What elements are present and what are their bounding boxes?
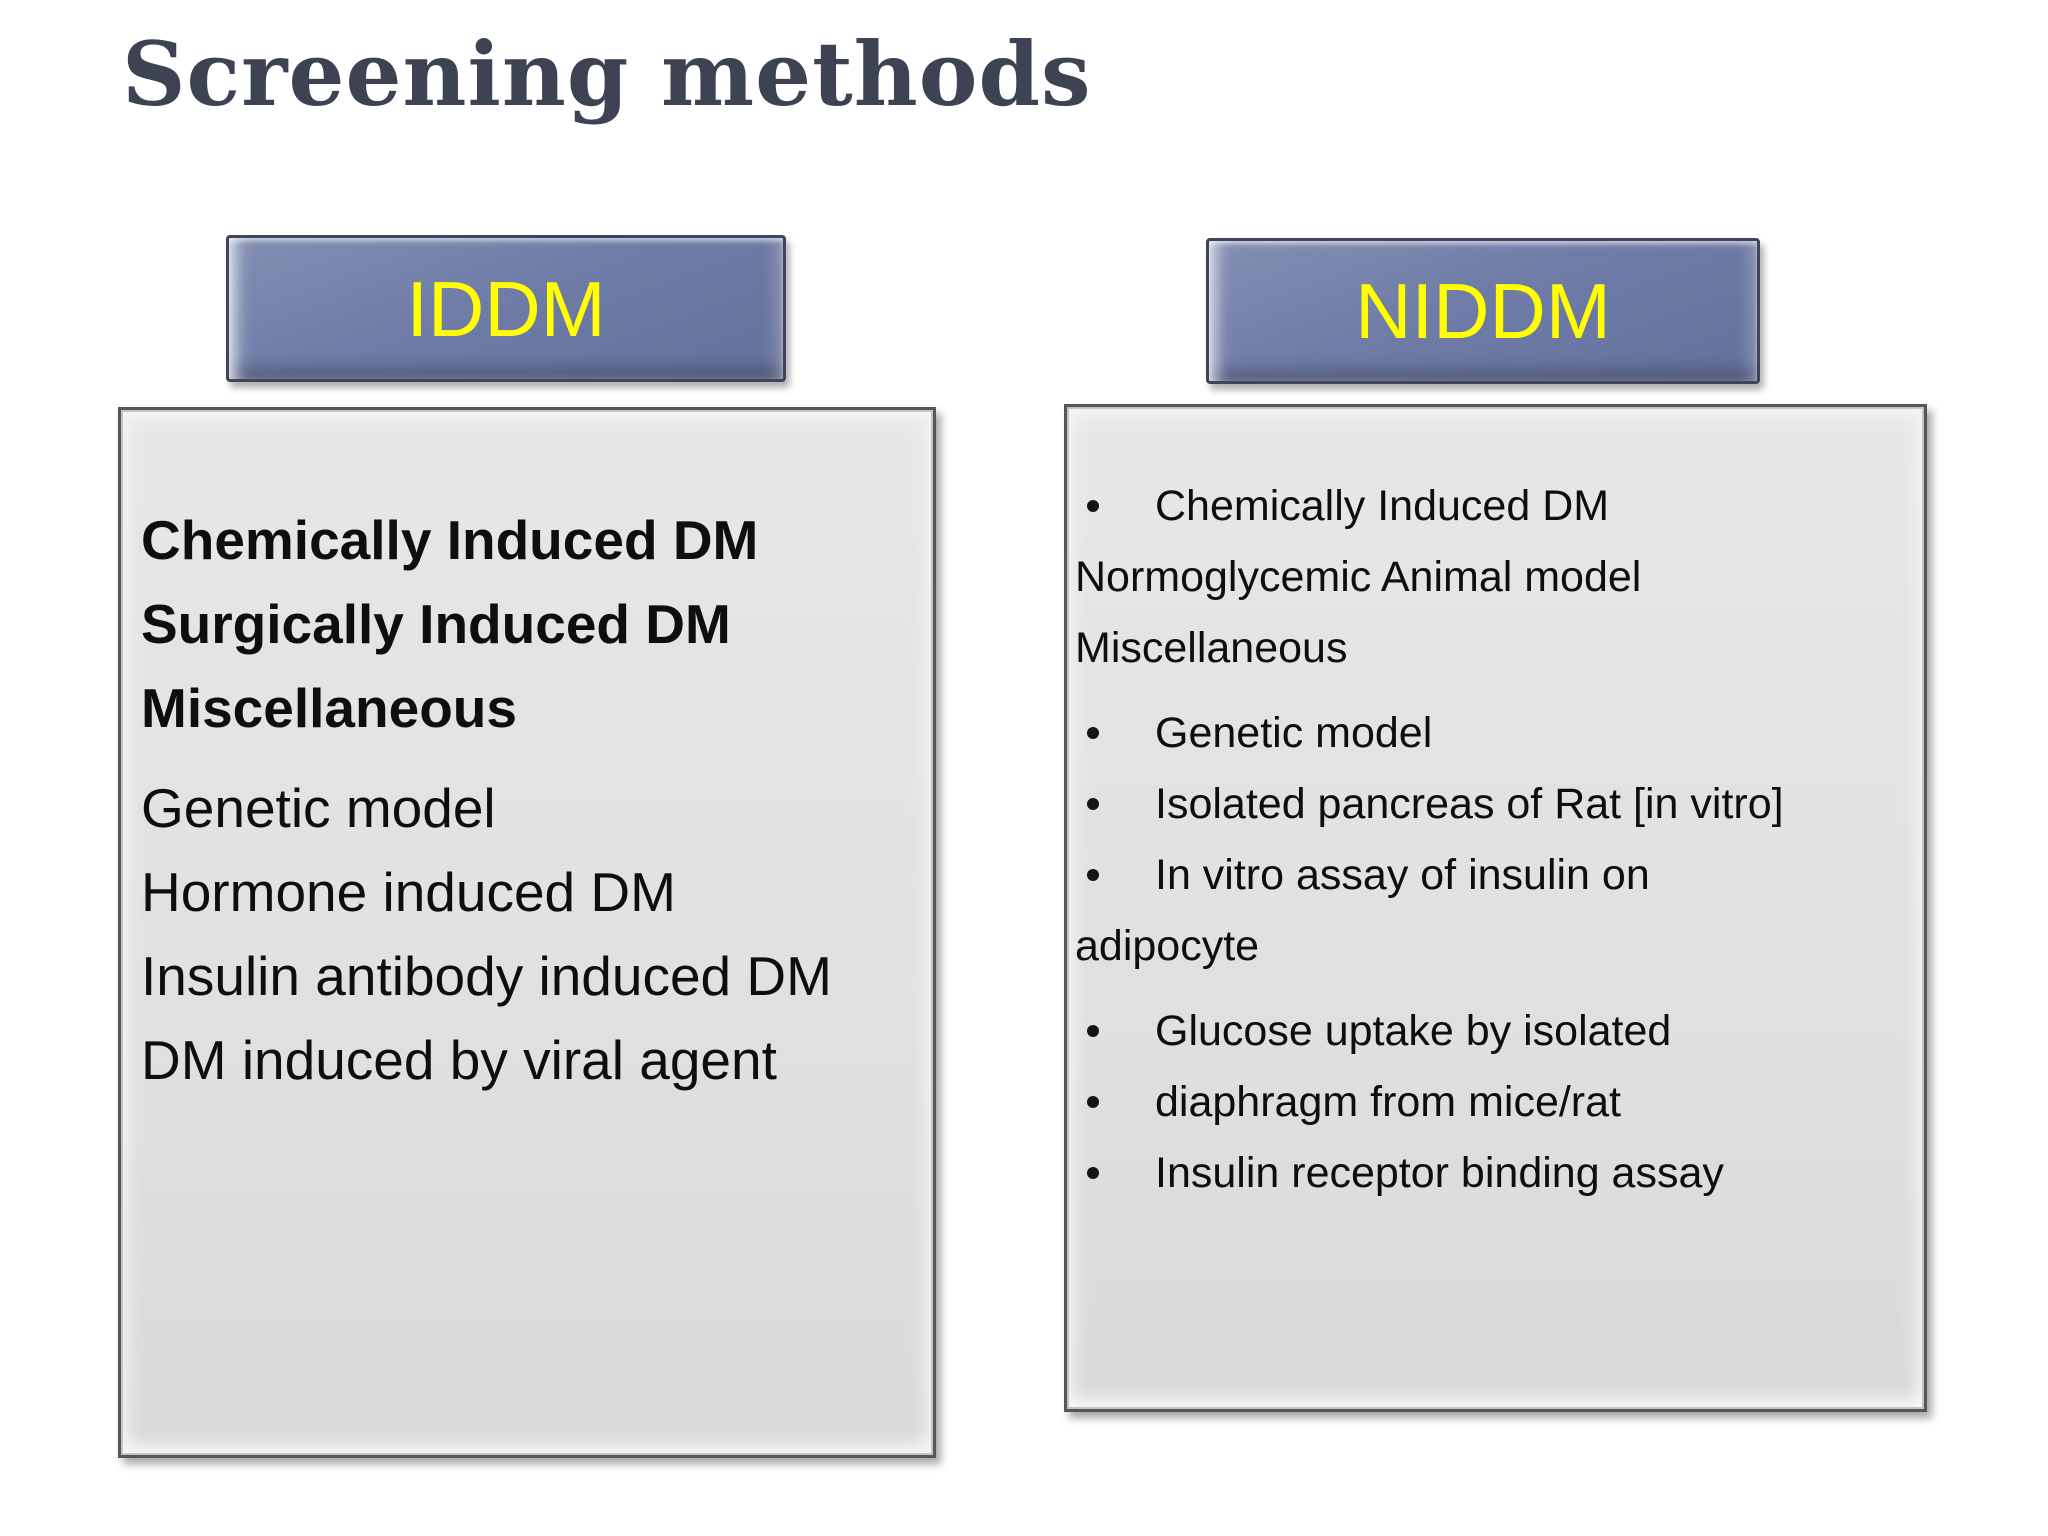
bullet-icon	[1087, 1096, 1099, 1108]
bullet-icon	[1087, 1167, 1099, 1179]
niddm-content-box: Chemically Induced DM Normoglycemic Anim…	[1064, 404, 1927, 1412]
list-item-text: Genetic model	[1155, 709, 1433, 757]
niddm-header-label: NIDDM	[1355, 267, 1611, 355]
list-item-text: DM induced by viral agent	[141, 1029, 777, 1091]
page-title: Screening methods	[122, 22, 1092, 126]
list-item: Miscellaneous	[137, 666, 919, 750]
niddm-header-button: NIDDM	[1206, 238, 1760, 384]
bullet-icon	[1087, 727, 1099, 739]
list-item: Isolated pancreas of Rat [in vitro]	[1067, 769, 1914, 840]
list-item: Miscellaneous	[1067, 613, 1914, 684]
list-item-text: Insulin receptor binding assay	[1155, 1149, 1724, 1197]
list-item-text: Isolated pancreas of Rat [in vitro]	[1155, 780, 1784, 828]
list-item: adipocyte	[1067, 911, 1914, 982]
list-item-text: Normoglycemic Animal model	[1075, 553, 1642, 601]
list-item: Genetic model	[1067, 698, 1914, 769]
list-item: Insulin receptor binding assay	[1067, 1138, 1914, 1209]
list-item-text: Insulin antibody induced DM	[141, 945, 832, 1007]
bullet-icon	[1087, 500, 1099, 512]
list-item-text: Genetic model	[141, 777, 496, 839]
iddm-header-button: IDDM	[226, 235, 786, 382]
list-item: diaphragm from mice/rat	[1067, 1067, 1914, 1138]
list-item-text: Surgically Induced DM	[141, 593, 731, 655]
list-item: Hormone induced DM	[137, 850, 919, 934]
iddm-content-box: Chemically Induced DM Surgically Induced…	[118, 407, 936, 1458]
bullet-icon	[1087, 869, 1099, 881]
niddm-list: Chemically Induced DM Normoglycemic Anim…	[1067, 407, 1924, 1209]
iddm-list: Chemically Induced DM Surgically Induced…	[121, 410, 933, 1102]
list-item: DM induced by viral agent	[137, 1018, 919, 1102]
list-item: Normoglycemic Animal model	[1067, 542, 1914, 613]
list-item-text: Chemically Induced DM	[1155, 482, 1610, 530]
list-item-text: diaphragm from mice/rat	[1155, 1078, 1621, 1126]
list-item: Insulin antibody induced DM	[137, 934, 919, 1018]
list-item-text: Chemically Induced DM	[141, 509, 759, 571]
list-item: Glucose uptake by isolated	[1067, 996, 1914, 1067]
list-item-text: Hormone induced DM	[141, 861, 676, 923]
bullet-icon	[1087, 1025, 1099, 1037]
list-item-text: Glucose uptake by isolated	[1155, 1007, 1672, 1055]
list-item-text: In vitro assay of insulin on	[1155, 851, 1650, 899]
list-item: Chemically Induced DM	[1067, 471, 1914, 542]
list-item: Surgically Induced DM	[137, 582, 919, 666]
list-item-text: Miscellaneous	[1075, 624, 1348, 672]
list-item: In vitro assay of insulin on	[1067, 840, 1914, 911]
list-item-text: Miscellaneous	[141, 677, 517, 739]
iddm-header-label: IDDM	[406, 264, 606, 353]
bullet-icon	[1087, 798, 1099, 810]
list-item-text: adipocyte	[1075, 922, 1260, 970]
list-item: Genetic model	[137, 766, 919, 850]
list-item: Chemically Induced DM	[137, 498, 919, 582]
